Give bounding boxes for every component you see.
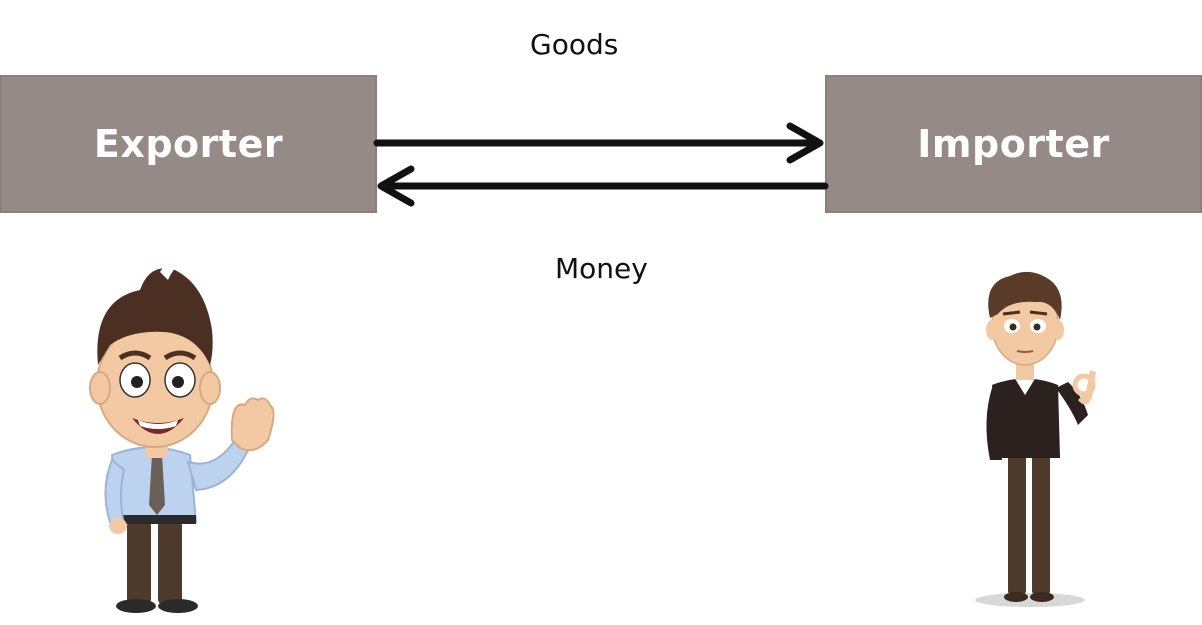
importer-label: Importer [917, 122, 1110, 166]
money-flow-label: Money [555, 252, 648, 285]
importer-character-illustration [975, 271, 1096, 607]
goods-arrow [373, 122, 824, 164]
exporter-character-illustration [89, 262, 275, 613]
goods-flow-label: Goods [530, 28, 619, 61]
money-arrow [377, 165, 829, 207]
exporter-label: Exporter [93, 122, 284, 166]
importer-box: Importer [825, 75, 1202, 213]
exporter-box: Exporter [0, 75, 377, 213]
